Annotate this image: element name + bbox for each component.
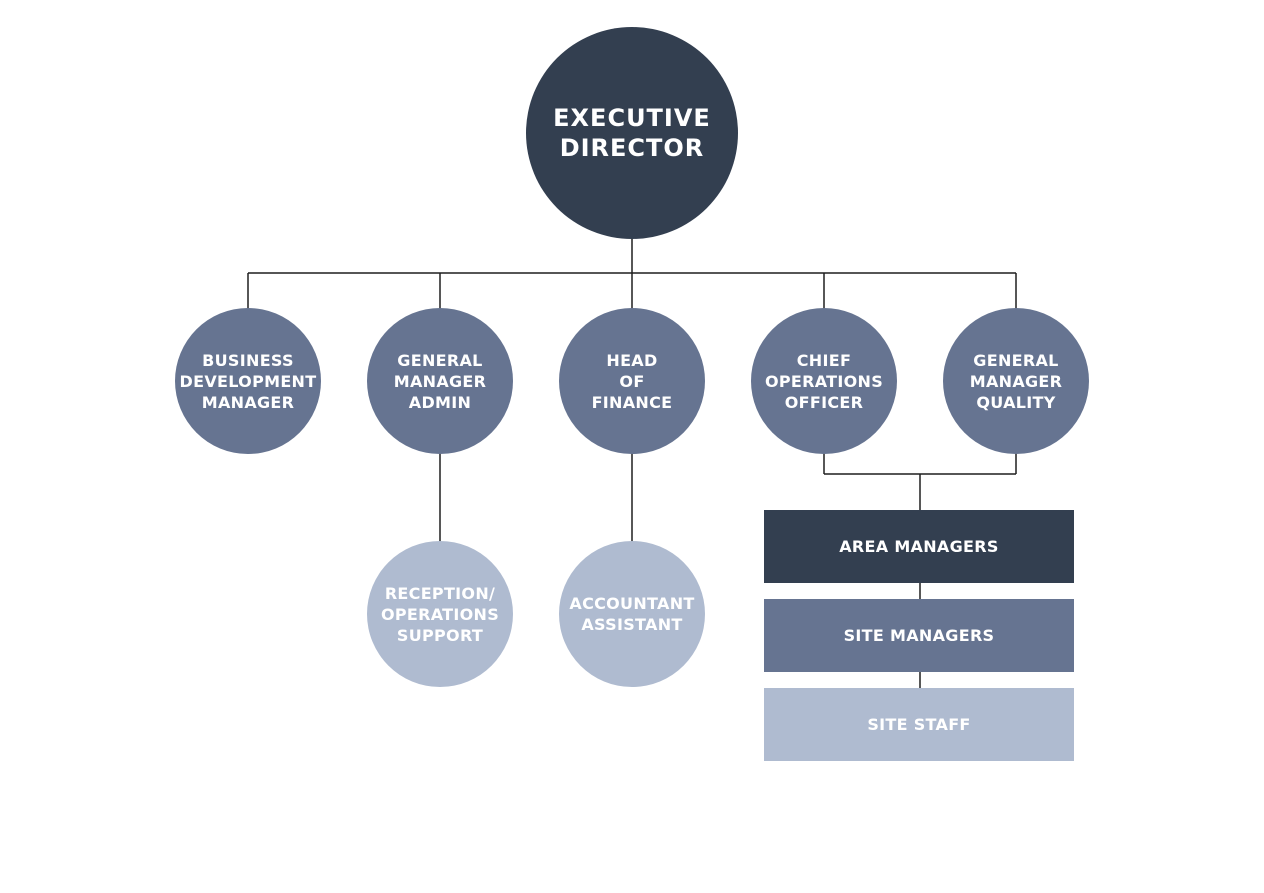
chief-operations-officer-node: CHIEF OPERATIONS OFFICER xyxy=(751,308,897,454)
reception-operations-support-label: RECEPTION/ OPERATIONS SUPPORT xyxy=(380,583,500,645)
general-manager-quality-node: GENERAL MANAGER QUALITY xyxy=(943,308,1089,454)
head-of-finance-node: HEAD OF FINANCE xyxy=(559,308,705,454)
general-manager-admin-label: GENERAL MANAGER ADMIN xyxy=(393,350,487,412)
reception-operations-support-node: RECEPTION/ OPERATIONS SUPPORT xyxy=(367,541,513,687)
business-development-manager-label: BUSINESS DEVELOPMENT MANAGER xyxy=(179,350,317,412)
executive-director-node: EXECUTIVE DIRECTOR xyxy=(526,27,738,239)
area-managers-box: AREA MANAGERS xyxy=(764,510,1074,583)
site-managers-label: SITE MANAGERS xyxy=(843,625,995,645)
area-managers-label: AREA MANAGERS xyxy=(839,536,999,556)
general-manager-quality-label: GENERAL MANAGER QUALITY xyxy=(969,350,1063,412)
accountant-assistant-label: ACCOUNTANT ASSISTANT xyxy=(569,594,695,634)
site-managers-box: SITE MANAGERS xyxy=(764,599,1074,672)
chief-operations-officer-label: CHIEF OPERATIONS OFFICER xyxy=(764,350,884,412)
site-staff-label: SITE STAFF xyxy=(867,714,971,734)
general-manager-admin-node: GENERAL MANAGER ADMIN xyxy=(367,308,513,454)
business-development-manager-node: BUSINESS DEVELOPMENT MANAGER xyxy=(175,308,321,454)
accountant-assistant-node: ACCOUNTANT ASSISTANT xyxy=(559,541,705,687)
head-of-finance-label: HEAD OF FINANCE xyxy=(591,350,673,412)
executive-director-label: EXECUTIVE DIRECTOR xyxy=(553,104,711,162)
site-staff-box: SITE STAFF xyxy=(764,688,1074,761)
